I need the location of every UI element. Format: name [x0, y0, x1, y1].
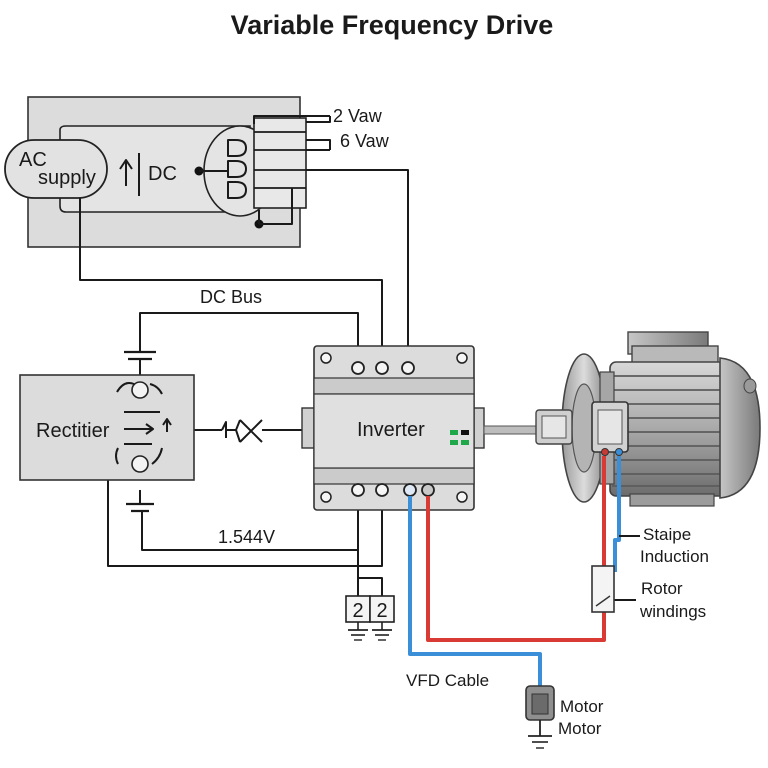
- motor-connector-icon: [525, 685, 555, 749]
- ground-icon: [348, 622, 368, 641]
- motor-lead-blue: [613, 456, 621, 572]
- ac-supply-label-line1: AC: [19, 149, 47, 171]
- staipe-label-line2: Induction: [640, 547, 709, 566]
- inverter-terminal: [403, 483, 417, 497]
- dc-bus-label: DC Bus: [200, 287, 262, 307]
- motor-label-line2: Motor: [558, 719, 602, 738]
- wire-ac-to-inverter: [79, 198, 383, 364]
- capacitor-top-icon: [124, 350, 156, 375]
- vfd-cable-blue: [408, 496, 542, 688]
- status-indicator-icon: [450, 430, 469, 445]
- wire-dc-bus: [139, 312, 359, 364]
- inverter-block: Inverter: [301, 345, 485, 511]
- inverter-label: Inverter: [357, 419, 425, 441]
- capacitor-bottom-icon: [126, 490, 154, 520]
- induction-motor: [535, 331, 761, 507]
- inverter-terminal: [375, 361, 389, 375]
- rotor-label-line2: windings: [639, 602, 706, 621]
- inverter-terminal: [351, 361, 365, 375]
- ground-icon: [372, 622, 392, 641]
- dc-converter-symbol: DC: [119, 153, 177, 196]
- supply-block: AC supply DC: [4, 96, 307, 248]
- voltage-label: 1.544V: [218, 527, 275, 547]
- vaw2-label: 2 Vaw: [333, 106, 383, 126]
- ground-digit-b: 2: [376, 600, 387, 622]
- switching-module: [194, 117, 307, 229]
- rectifier-block: Rectitier: [19, 374, 195, 481]
- rectifier-label: Rectitier: [36, 420, 110, 442]
- ac-supply-label-line2: supply: [38, 167, 96, 189]
- motor-label-line1: Motor: [560, 697, 604, 716]
- switch-symbol-icon: [221, 419, 263, 443]
- ac-supply-oval: AC supply: [4, 139, 108, 199]
- ground-digit-a: 2: [352, 600, 363, 622]
- staipe-label-line1: Staipe: [643, 525, 691, 544]
- diagram-title: Variable Frequency Drive: [231, 10, 554, 40]
- vaw6-label: 6 Vaw: [340, 131, 390, 151]
- wire-dc-to-inverter: [306, 169, 409, 364]
- ground-block: 2 2: [345, 550, 395, 641]
- vfd-cable-label: VFD Cable: [406, 671, 489, 690]
- inverter-terminal: [401, 361, 415, 375]
- motor-shaft: [483, 425, 543, 435]
- inverter-terminal: [351, 483, 365, 497]
- rotor-windings-component: [591, 565, 615, 613]
- inverter-terminal: [421, 483, 435, 497]
- wire-voltage: [141, 486, 359, 551]
- vfd-cable-red: [426, 456, 606, 642]
- dc-label: DC: [148, 163, 177, 185]
- rotor-label-line1: Rotor: [641, 579, 683, 598]
- wire-rectifier-bottom: [107, 480, 383, 567]
- inverter-terminal: [375, 483, 389, 497]
